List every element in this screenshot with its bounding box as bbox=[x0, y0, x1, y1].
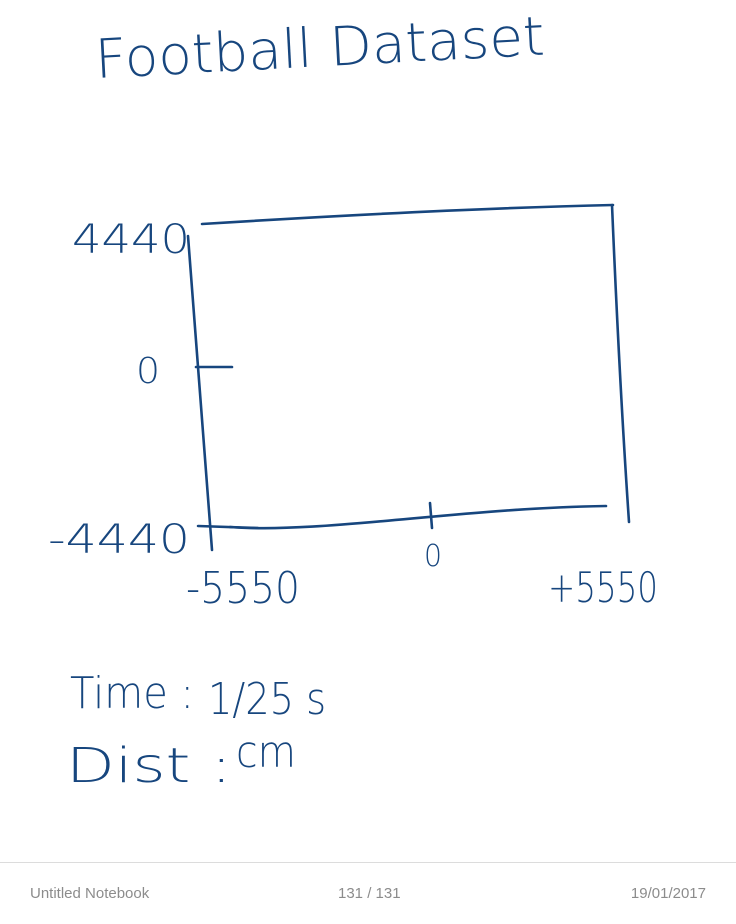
time-unit-value: 1/25 s bbox=[208, 674, 326, 725]
y-tick-label-top: 4440 bbox=[72, 217, 190, 263]
time-unit-label: Time : bbox=[70, 668, 194, 719]
distance-unit-label: Dist : bbox=[66, 738, 232, 794]
axis-ticks bbox=[194, 365, 434, 530]
x-tick-label-right: +5550 bbox=[548, 563, 658, 612]
y-tick-label-middle: 0 bbox=[136, 351, 160, 392]
note-title: Football Dataset bbox=[93, 5, 546, 91]
y-tick-label-bottom: -4440 bbox=[48, 517, 190, 563]
footer-divider bbox=[0, 862, 736, 863]
distance-unit-value: cm bbox=[236, 727, 296, 778]
notebook-name: Untitled Notebook bbox=[30, 885, 150, 902]
page-indicator: 131 / 131 bbox=[338, 885, 401, 902]
plot-frame bbox=[186, 203, 631, 552]
x-tick-label-middle: 0 bbox=[424, 539, 442, 574]
page-date: 19/01/2017 bbox=[630, 885, 706, 902]
x-tick-label-left: -5550 bbox=[186, 563, 300, 614]
handwritten-note-canvas: Football Dataset 4440 0 -4440 -5550 0 +5… bbox=[48, 5, 658, 794]
